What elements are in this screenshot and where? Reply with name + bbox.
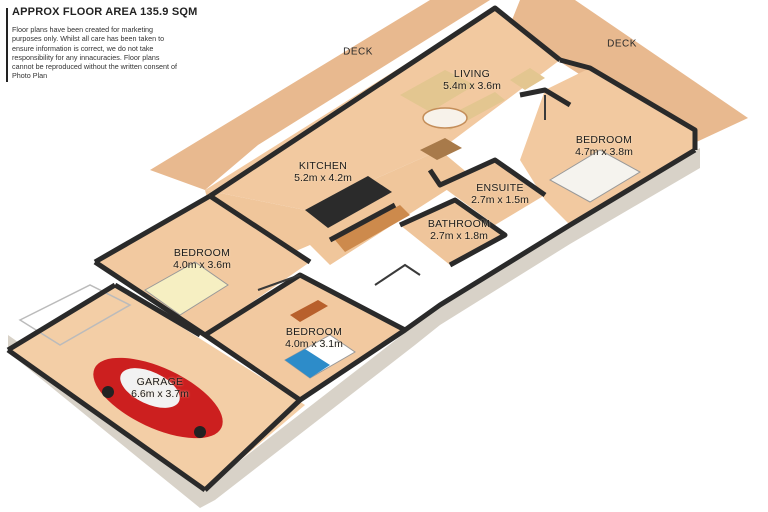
bed-west	[144, 261, 229, 316]
room-size-bathroom: 2.7m x 1.8m	[430, 230, 488, 242]
room-label-bedroom-south: BEDROOM 4.0m x 3.1m	[285, 326, 343, 350]
car	[93, 357, 223, 439]
room-name-garage: GARAGE	[136, 376, 184, 388]
kitchen-bench	[335, 205, 410, 252]
room-size-garage: 6.6m x 3.7m	[131, 388, 189, 400]
deck-left-surface	[150, 0, 490, 190]
room-name-living: LIVING	[453, 68, 491, 80]
room-size-bedroom-south: 4.0m x 3.1m	[285, 338, 343, 350]
room-size-bedroom-east: 4.7m x 3.8m	[575, 146, 633, 158]
living-floor	[205, 8, 560, 210]
bed-east	[548, 149, 642, 203]
header-accent-bar	[6, 8, 8, 82]
room-name-bedroom-west: BEDROOM	[173, 247, 231, 259]
room-name-bedroom-south: BEDROOM	[285, 326, 343, 338]
room-label-ensuite: ENSUITE 2.7m x 1.5m	[471, 182, 529, 206]
carport-frame	[18, 284, 132, 346]
kitchen-island	[305, 176, 392, 228]
room-name-kitchen: KITCHEN	[298, 160, 348, 172]
desk	[290, 300, 328, 322]
deck-left-label: DECK	[343, 46, 373, 58]
room-name-bathroom: BATHROOM	[427, 218, 491, 230]
dining-table	[420, 138, 462, 160]
deck-right-label: DECK	[607, 38, 637, 50]
living-chair	[510, 68, 545, 90]
deck-right-surface	[510, 0, 748, 145]
living-rug	[422, 107, 468, 129]
room-label-bedroom-west: BEDROOM 4.0m x 3.6m	[173, 247, 231, 271]
room-size-kitchen: 5.2m x 4.2m	[294, 172, 352, 184]
sofa	[400, 70, 475, 112]
room-label-garage: GARAGE 6.6m x 3.7m	[131, 376, 189, 400]
room-label-kitchen: KITCHEN 5.2m x 4.2m	[294, 160, 352, 184]
room-size-bedroom-west: 4.0m x 3.6m	[173, 259, 231, 271]
room-label-living: LIVING 5.4m x 3.6m	[443, 68, 501, 92]
plan-header: APPROX FLOOR AREA 135.9 SQM Floor plans …	[6, 6, 212, 82]
room-label-bathroom: BATHROOM 2.7m x 1.8m	[428, 218, 490, 242]
room-size-living: 5.4m x 3.6m	[443, 80, 501, 92]
disclaimer-text: Floor plans have been created for market…	[12, 25, 178, 81]
bedroom-west-floor	[95, 196, 310, 335]
room-name-bedroom-east: BEDROOM	[575, 134, 633, 146]
ensuite-floor	[440, 160, 545, 225]
floor-area-title: APPROX FLOOR AREA 135.9 SQM	[12, 6, 198, 18]
walls	[6, 5, 698, 493]
inner-wall-details	[257, 95, 546, 291]
room-label-bedroom-east: BEDROOM 4.7m x 3.8m	[575, 134, 633, 158]
bed-south-blanket	[285, 349, 330, 378]
room-size-ensuite: 2.7m x 1.5m	[471, 194, 529, 206]
room-name-ensuite: ENSUITE	[476, 182, 524, 194]
